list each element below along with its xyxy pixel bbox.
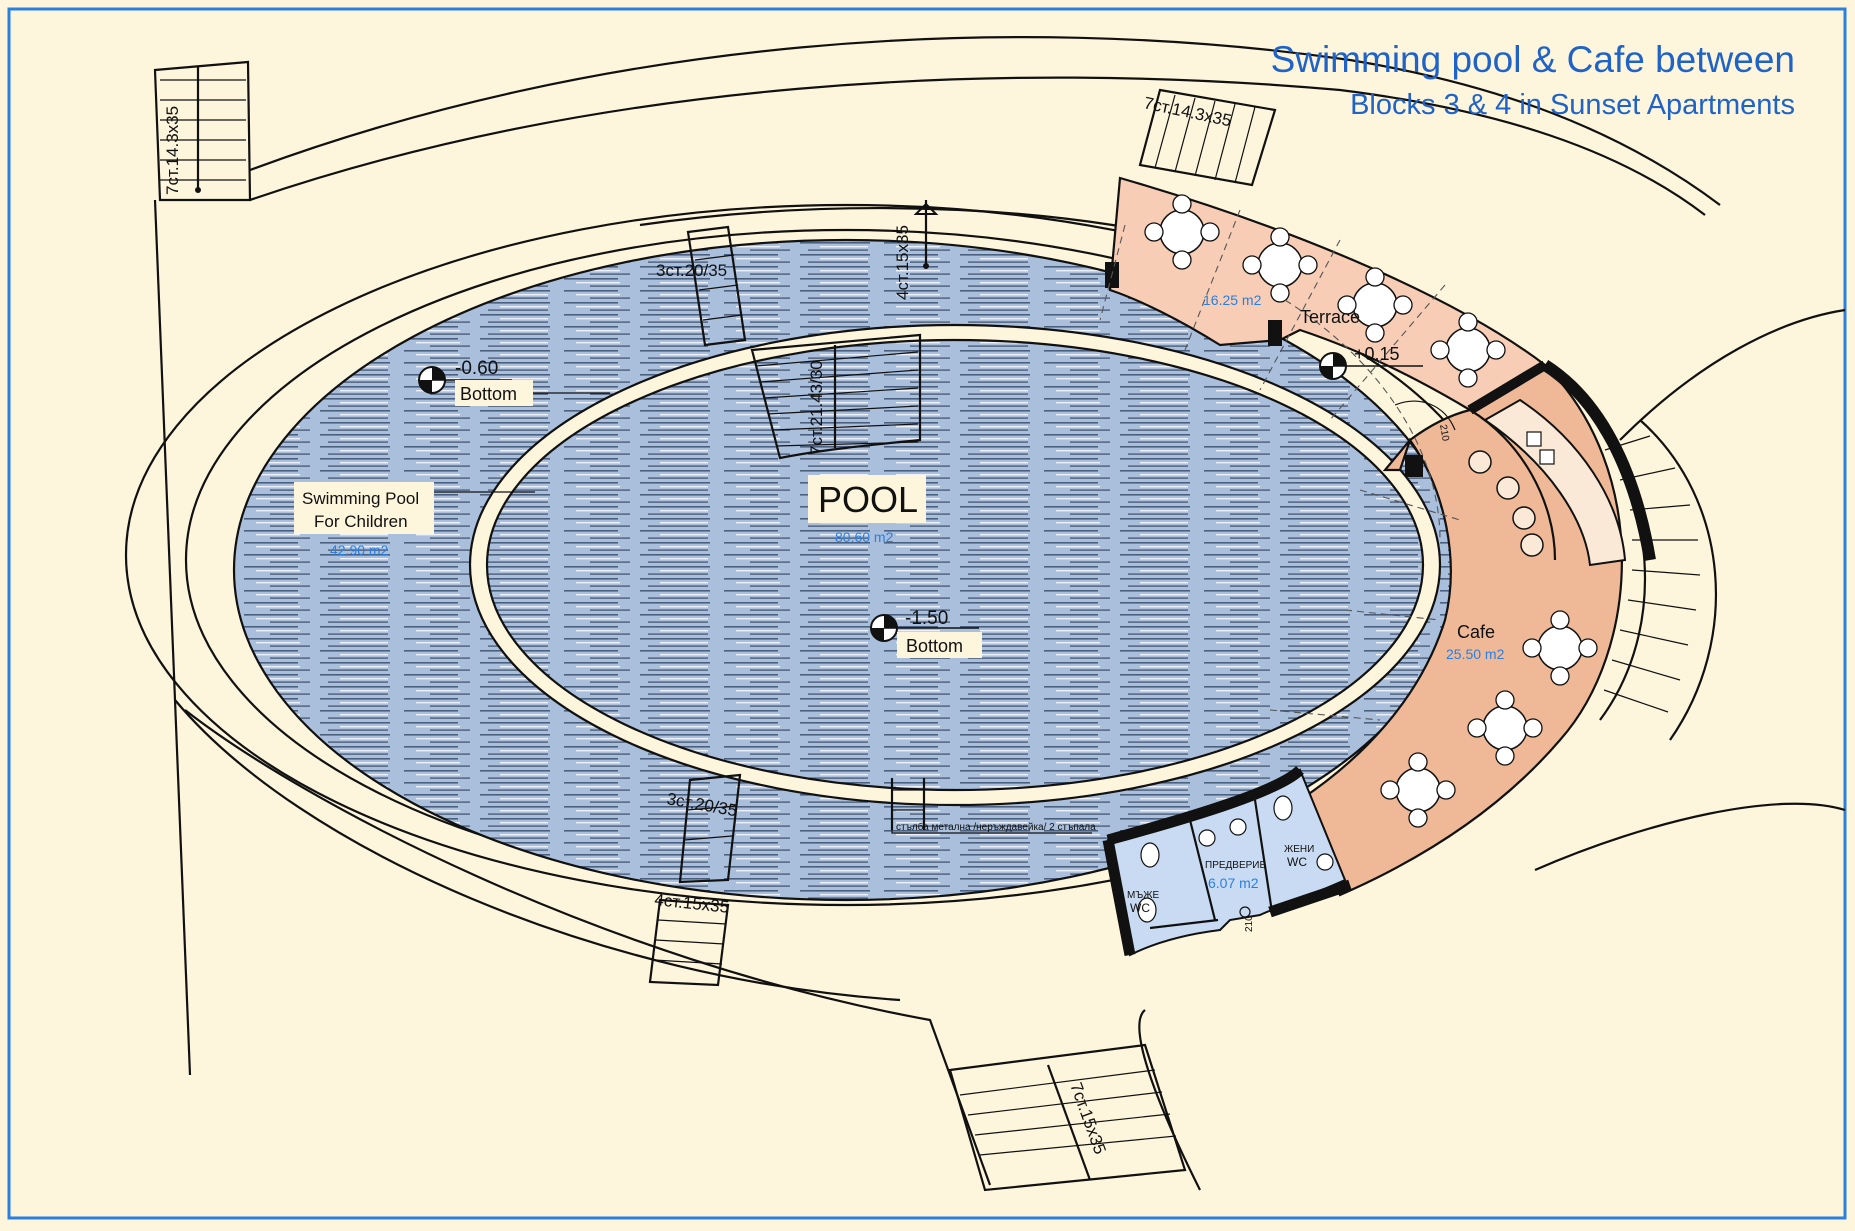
toilet-icon	[1137, 897, 1157, 923]
level-marker-icon	[1319, 352, 1423, 380]
toilet-icon	[1140, 842, 1160, 868]
sink-icon	[1198, 829, 1216, 847]
canopy-dash	[1359, 489, 1461, 521]
table-set	[1522, 610, 1598, 686]
children-pool-name-1: Swimming Pool	[302, 489, 419, 508]
pool-level-label: Bottom	[906, 636, 963, 656]
stair-pool-top	[913, 200, 939, 269]
label-pad	[455, 380, 533, 406]
pool-area: 80.60 m2	[835, 529, 894, 545]
table-set	[1242, 227, 1318, 303]
stair-label-pool-bottom: 4ст.15x35	[654, 890, 730, 917]
stair-label-bottom: 7ст.15x35	[1066, 1080, 1109, 1157]
terrace-area: 16.25 m2	[1203, 292, 1262, 308]
cafe-sink	[1526, 431, 1542, 447]
bar-stool	[1512, 506, 1536, 530]
bar-stool	[1520, 533, 1544, 557]
stair-bottom	[948, 1043, 1187, 1192]
cafe-door-label: 210	[1437, 424, 1451, 443]
canopy-dash	[1184, 209, 1241, 351]
terrace-level: +0.15	[1354, 344, 1400, 364]
page-subtitle: Blocks 3 & 4 in Sunset Apartments	[1350, 89, 1795, 121]
table-set	[1144, 194, 1220, 270]
door-swing-icon	[1239, 906, 1251, 918]
wc-door-label: 210	[1244, 915, 1255, 932]
stair-pool-inner	[750, 333, 922, 460]
page-frame	[7, 7, 1847, 1220]
stair-label-pool-inner: 7ст.21.43/30	[807, 360, 826, 455]
wc-lobby-label: ПРЕДВЕРИЕ	[1205, 860, 1266, 871]
cafe-pillar	[1405, 455, 1423, 477]
stair-label-pool-top: 4ст.15x35	[893, 225, 912, 300]
wc-men-wc: WC	[1130, 901, 1150, 915]
toilet-icon	[1273, 795, 1293, 821]
children-pool-area: 42.90 m2	[330, 542, 389, 558]
sink-icon	[1229, 818, 1247, 836]
label-pad	[897, 632, 982, 658]
label-pad	[294, 482, 434, 534]
site-boundary-top	[249, 36, 1721, 206]
wc-men-label: МЪЖЕ	[1127, 890, 1159, 901]
pool-name: POOL	[818, 479, 918, 520]
level-marker-icon	[418, 366, 512, 394]
cafe-door-arc	[1394, 400, 1456, 431]
cafe-name: Cafe	[1457, 622, 1495, 642]
ladder-note: стълба метална /неръждавейка/ 2 стъпала	[896, 821, 1096, 833]
wc-lobby-area: 6.07 m2	[1208, 875, 1259, 891]
table-set	[1380, 752, 1456, 828]
wc-women-wc: WC	[1287, 855, 1307, 869]
site-boundary-left	[153, 199, 192, 1076]
page-title: Swimming pool & Cafe between	[1271, 39, 1795, 80]
wc-wall	[1268, 879, 1352, 918]
canopy-dash	[1259, 239, 1341, 391]
site-boundary-top-inner	[249, 76, 1706, 216]
cafe-wall-outer	[1541, 359, 1656, 561]
stair-pool-bottom	[648, 898, 730, 987]
canopy-dash	[1099, 224, 1126, 321]
label-pad	[808, 475, 926, 523]
wc-wall	[1102, 838, 1136, 957]
children-pool-level-label: Bottom	[460, 384, 517, 404]
table-set	[1337, 267, 1413, 343]
bar-stool	[1468, 450, 1492, 474]
pool-level: -1.50	[905, 608, 948, 629]
level-marker-icon	[870, 614, 979, 642]
wc-partition	[1149, 918, 1219, 930]
stair-kids-bottom	[678, 773, 742, 884]
terrace-name: Terrace	[1300, 307, 1360, 327]
site-boundary-left-inner	[174, 699, 901, 1002]
cafe-area: 25.50 m2	[1446, 646, 1505, 662]
site-boundary-right	[1534, 802, 1846, 872]
sink-icon	[1316, 853, 1334, 871]
stair-top-left	[153, 60, 252, 202]
stair-label-kids-top: 3ст.20/35	[656, 261, 727, 280]
cafe-wall-inner	[1467, 360, 1548, 415]
stair-kids-top	[686, 225, 747, 347]
cafe-bar-counter	[1483, 398, 1627, 567]
cafe-sink-2	[1539, 449, 1555, 465]
stair-label-top-left: 7ст.14.3x35	[163, 106, 182, 195]
canopy-dash	[1269, 709, 1381, 721]
wc-wall	[1106, 765, 1304, 846]
stair-top-right	[1138, 88, 1277, 187]
bar-stool	[1496, 476, 1520, 500]
cafe-area	[1298, 363, 1623, 897]
site-boundary-bottom	[184, 709, 992, 1186]
table-set	[1430, 312, 1506, 388]
site-boundary-bottom-right	[1138, 1009, 1201, 1191]
wc-women-label: ЖЕНИ	[1284, 844, 1314, 855]
children-pool-level: -0.60	[455, 358, 498, 379]
table-set	[1467, 690, 1543, 766]
pool-ladder	[890, 778, 1092, 834]
wc-partition	[1253, 799, 1274, 913]
terrace-pillar	[1268, 320, 1282, 346]
site-boundary-right-top	[1619, 308, 1846, 441]
canopy-dash	[1329, 284, 1446, 421]
canopy-dash	[1344, 609, 1441, 621]
children-pool-name-2: For Children	[314, 512, 408, 531]
main-pool-water	[485, 338, 1425, 792]
wc-partition	[1188, 819, 1217, 921]
canopy-dash	[1284, 299, 1441, 541]
